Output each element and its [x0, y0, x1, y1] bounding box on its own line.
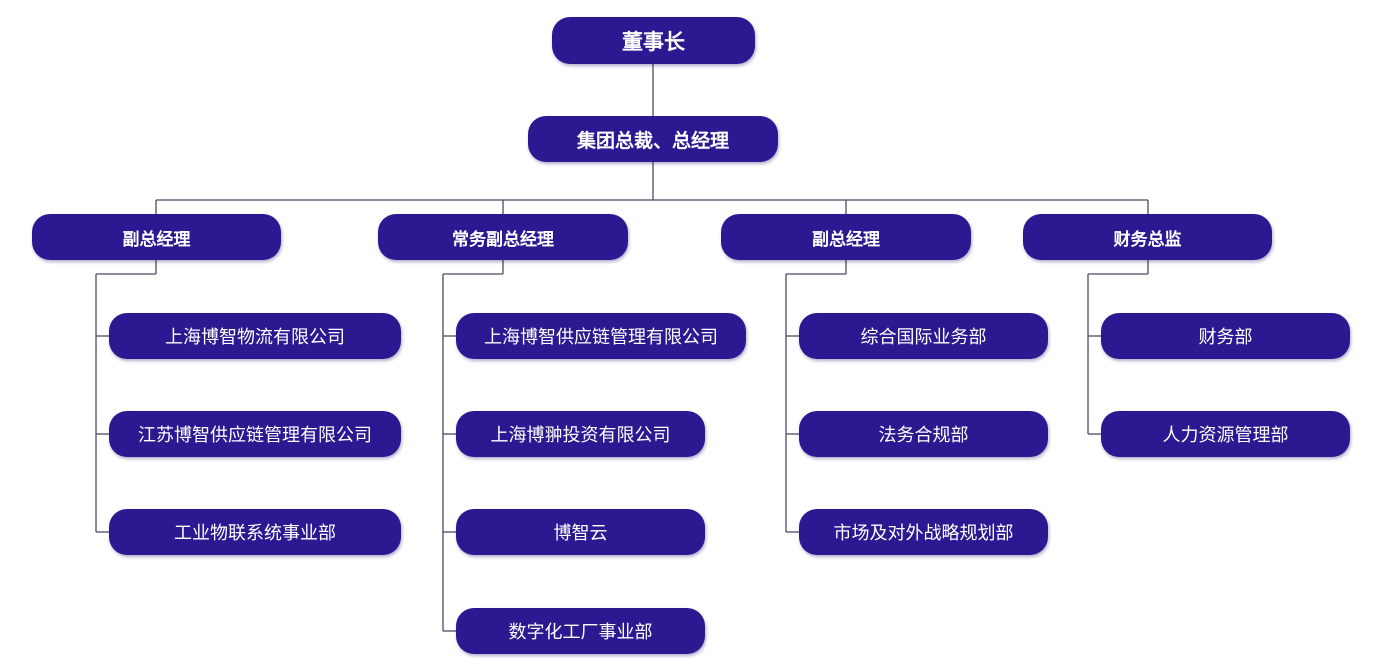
node-president: 集团总裁、总经理 — [528, 116, 778, 162]
node-unit: 上海博智供应链管理有限公司 — [456, 313, 746, 359]
node-unit: 市场及对外战略规划部 — [799, 509, 1048, 555]
node-unit: 数字化工厂事业部 — [456, 608, 705, 654]
node-unit: 上海博智物流有限公司 — [109, 313, 401, 359]
node-unit: 人力资源管理部 — [1101, 411, 1350, 457]
node-unit: 财务部 — [1101, 313, 1350, 359]
node-chairman: 董事长 — [552, 17, 755, 64]
node-vice-gm-1: 副总经理 — [32, 214, 281, 260]
node-unit: 工业物联系统事业部 — [109, 509, 401, 555]
node-vice-gm-2: 副总经理 — [721, 214, 971, 260]
node-unit: 综合国际业务部 — [799, 313, 1048, 359]
node-unit: 博智云 — [456, 509, 705, 555]
node-unit: 上海博翀投资有限公司 — [456, 411, 705, 457]
node-unit: 法务合规部 — [799, 411, 1048, 457]
node-unit: 江苏博智供应链管理有限公司 — [109, 411, 401, 457]
node-executive-vice-gm: 常务副总经理 — [378, 214, 628, 260]
node-cfo: 财务总监 — [1023, 214, 1272, 260]
